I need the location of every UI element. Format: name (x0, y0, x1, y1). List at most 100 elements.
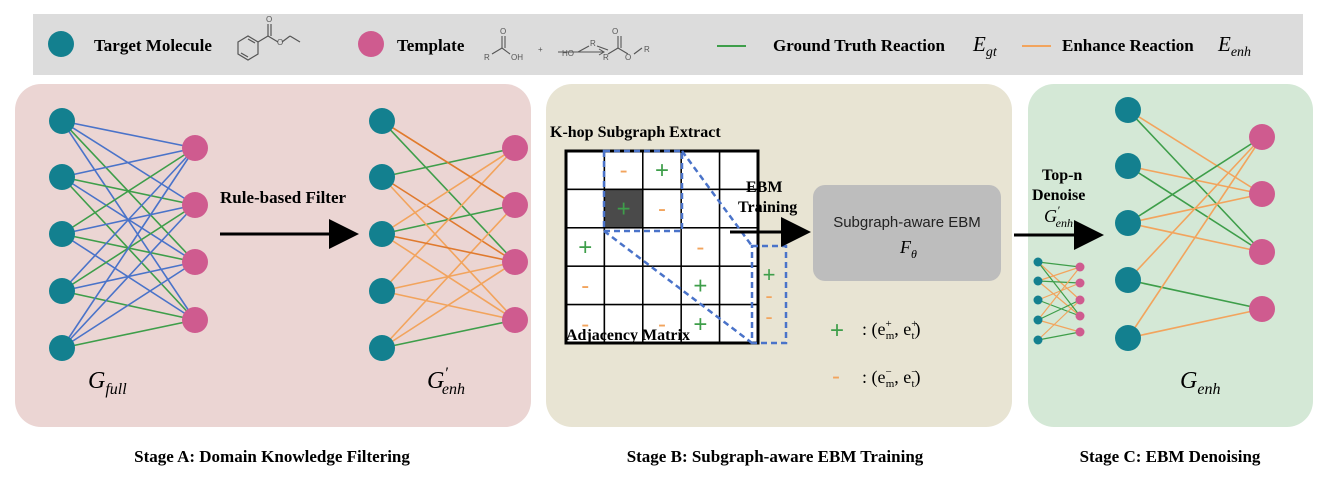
target-node (1115, 267, 1141, 293)
stage-c-panel (1028, 84, 1313, 427)
mini-template-node (1075, 278, 1085, 288)
mini-edge (1037, 282, 1081, 301)
template-r3: R (603, 53, 609, 62)
target-node (369, 221, 395, 247)
stage-a-caption: Stage A: Domain Knowledge Filtering (134, 447, 410, 466)
ebm-model-label: Subgraph-aware EBM (833, 214, 981, 231)
stage-c-denoised-graph (1115, 97, 1275, 351)
mini-edge (1037, 280, 1081, 317)
target-node (369, 335, 395, 361)
stage-a-filtered-graph (369, 108, 528, 361)
stage-a-genh-label: G′enh (427, 365, 465, 398)
target-node (49, 278, 75, 304)
filtered-graph-edge (381, 290, 516, 321)
full-graph-edge (61, 147, 196, 349)
target-node (1115, 325, 1141, 351)
mini-edge (1037, 319, 1081, 333)
template-node (182, 307, 208, 333)
legend-template-dot (358, 31, 384, 57)
full-graph-edge (61, 147, 196, 235)
full-graph-edge (61, 147, 196, 292)
legend-template-label: Template (397, 36, 465, 55)
column-cell: + (763, 262, 776, 287)
template-node (1249, 181, 1275, 207)
mini-target-node (1033, 335, 1043, 345)
mini-template-node (1075, 311, 1085, 321)
full-graph-edge (61, 261, 196, 349)
ebm-model-symbol: Fθ (899, 237, 917, 261)
stage-a-full-graph (49, 108, 208, 361)
positive-marker: + (830, 317, 844, 344)
template-node (1249, 296, 1275, 322)
matrix-cell (642, 227, 682, 267)
mini-target-node (1033, 257, 1043, 267)
column-cell: - (765, 283, 772, 308)
template-node (502, 135, 528, 161)
matrix-cell (603, 188, 644, 229)
negative-marker: - (832, 363, 840, 390)
full-graph-edge (61, 147, 196, 178)
matrix-cell (565, 188, 606, 229)
filtered-graph-edge (381, 233, 516, 263)
column-cell: - (765, 304, 772, 329)
target-node (1115, 97, 1141, 123)
template-node (1249, 124, 1275, 150)
template-node (182, 192, 208, 218)
subgraph-highlight-box (602, 149, 684, 233)
target-node (369, 164, 395, 190)
target-o-ester-label: O (277, 38, 283, 47)
target-node (49, 108, 75, 134)
matrix-cell (603, 265, 644, 306)
template-node (502, 307, 528, 333)
rule-filter-label: Rule-based Filter (220, 188, 347, 207)
mini-graph (1033, 257, 1085, 345)
denoise-label-1: Top-n (1042, 167, 1082, 184)
template-reaction-icon (491, 36, 643, 55)
legend-target-label: Target Molecule (94, 36, 212, 55)
mini-edge (1037, 299, 1081, 317)
matrix-negative: - (696, 234, 704, 261)
template-r1: R (484, 53, 490, 62)
mini-template-node (1075, 327, 1085, 337)
legend-enh-symbol: Eenh (1217, 32, 1251, 60)
template-o1: O (500, 27, 506, 36)
adjacency-matrix-label: Adjacency Matrix (566, 327, 690, 344)
positive-pair-def: : (e+m, e+t) (862, 318, 921, 342)
denoised-edge (1127, 279, 1263, 310)
stage-a-panel (15, 84, 531, 427)
matrix-cell (565, 150, 606, 191)
ebm-training-label-1: EBM (746, 179, 782, 196)
template-r4: R (644, 45, 650, 54)
negative-pair-def: : (e−m, e−t) (862, 366, 921, 390)
matrix-positive: + (617, 196, 631, 223)
target-node (1115, 153, 1141, 179)
mini-edge (1037, 299, 1081, 321)
matrix-cell (680, 265, 721, 306)
template-r2: R (590, 39, 596, 48)
mini-edge (1037, 261, 1081, 301)
adjacency-matrix: -++-+--+--+ (564, 149, 760, 345)
denoised-edge (1127, 308, 1263, 339)
column-vector-box (750, 244, 788, 345)
template-node (502, 192, 528, 218)
filtered-graph-edge (381, 120, 516, 206)
template-node (502, 249, 528, 275)
template-oh: OH (511, 53, 523, 62)
mini-edge (1037, 266, 1081, 321)
legend-gt-symbol: Egt (972, 32, 998, 60)
zoom-line-bottom (603, 230, 753, 344)
template-o2: O (612, 27, 618, 36)
denoised-edge (1127, 109, 1263, 253)
matrix-positive: + (693, 311, 707, 338)
matrix-cell (680, 188, 721, 229)
target-molecule-icon (237, 24, 301, 61)
denoise-label-2: Denoise (1032, 187, 1085, 204)
legend-target-dot (48, 31, 74, 57)
stage-c-caption: Stage C: EBM Denoising (1080, 447, 1261, 466)
column-vector: +-- (763, 262, 776, 329)
stage-a-gfull-label: Gfull (88, 368, 127, 398)
legend-gt-label: Ground Truth Reaction (773, 36, 945, 55)
ebm-model-box (813, 185, 1001, 281)
mini-target-node (1033, 276, 1043, 286)
